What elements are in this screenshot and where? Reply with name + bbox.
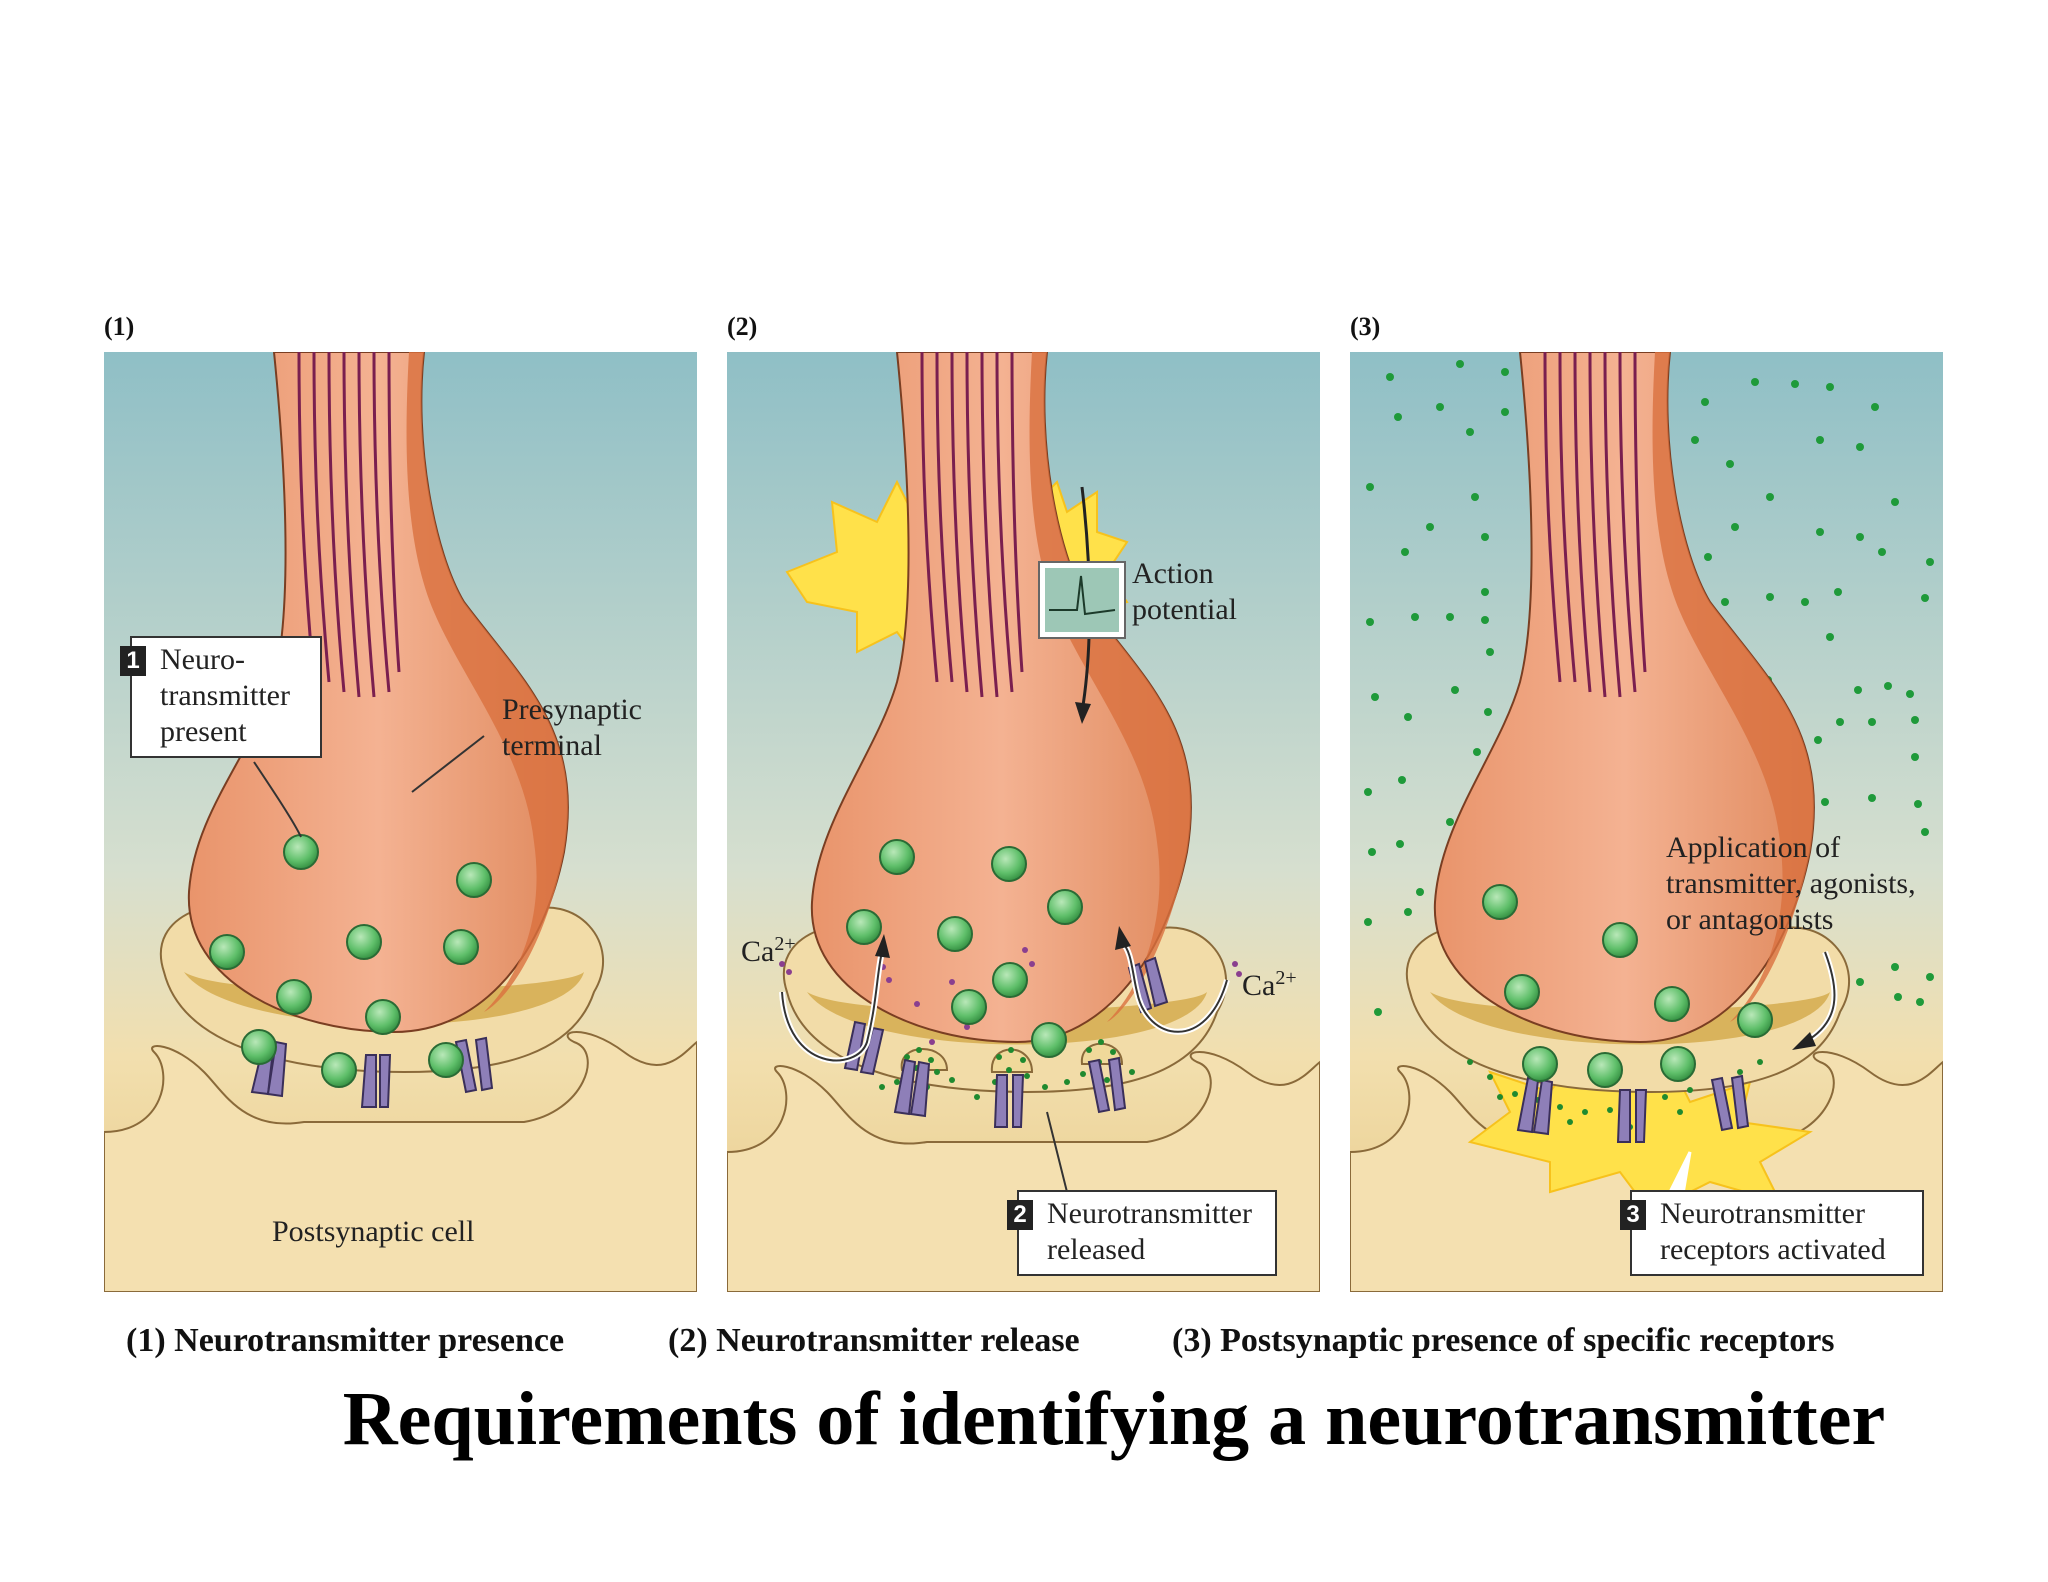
vesicles (209, 834, 492, 1088)
application-label: Application of transmitter, agonists, or… (1666, 830, 1916, 938)
callout-neurotransmitter-released: 2 Neurotransmitter released (1007, 1190, 1277, 1276)
application-line-1: Application of (1666, 831, 1841, 864)
axon-filaments (297, 352, 401, 698)
action-potential-trace-icon (1038, 561, 1126, 639)
receptors (250, 1036, 494, 1108)
calcium-left-superscript: 2+ (774, 933, 796, 955)
panel-1-synapse-illustration: Presynaptic terminal Postsynaptic cell 1… (104, 352, 697, 1292)
caption-2: (2) Neurotransmitter release (668, 1322, 1080, 1359)
presynaptic-label-line-2: terminal (502, 729, 602, 762)
presynaptic-label-line-1: Presynaptic (502, 693, 642, 726)
step-badge-2: 2 (1007, 1200, 1033, 1230)
presynaptic-terminal-label: Presynaptic terminal (502, 692, 642, 764)
action-label-line-2: potential (1132, 593, 1237, 626)
calcium-right-superscript: 2+ (1275, 967, 1297, 989)
step-badge-3: 3 (1620, 1200, 1646, 1230)
callout-1-line-3: present (160, 715, 247, 748)
panel-2-svg (727, 352, 1320, 1292)
action-label-line-1: Action (1132, 557, 1214, 590)
application-line-2: transmitter, agonists, (1666, 867, 1916, 900)
panel-2-number: (2) (727, 312, 758, 341)
postsynaptic-cell-label: Postsynaptic cell (272, 1215, 475, 1248)
page-title: Requirements of identifying a neurotrans… (342, 1377, 1886, 1461)
callout-neurotransmitter-present: 1 Neuro- transmitter present (120, 636, 322, 758)
caption-3: (3) Postsynaptic presence of specific re… (1172, 1322, 1835, 1359)
calcium-left-text: Ca (741, 935, 775, 968)
action-potential-label: Action potential (1132, 556, 1237, 628)
calcium-label-right: Ca2+ (1242, 960, 1297, 1004)
calcium-right-text: Ca (1242, 969, 1276, 1002)
step-badge-1: 1 (120, 646, 146, 676)
panel-captions: (1) Neurotransmitter presence (2) Neurot… (0, 1322, 2048, 1362)
panel-1-number: (1) (104, 312, 135, 341)
callout-1-line-2: transmitter (160, 679, 290, 712)
panel-3-synapse-illustration: Application of transmitter, agonists, or… (1350, 352, 1943, 1292)
callout-2-line-2: released (1047, 1233, 1146, 1266)
callout-1-line-1: Neuro- (160, 643, 245, 676)
calcium-label-left: Ca2+ (741, 926, 796, 970)
panel-2-synapse-illustration: Action potential Ca2+ Ca2+ 2 Neurotransm… (727, 352, 1320, 1292)
callout-3-line-2: receptors activated (1660, 1233, 1886, 1266)
panel-3-svg (1350, 352, 1943, 1292)
callout-3-line-1: Neurotransmitter (1660, 1197, 1865, 1230)
callout-receptors-activated: 3 Neurotransmitter receptors activated (1620, 1190, 1924, 1276)
panel-3-number: (3) (1350, 312, 1381, 341)
panel-1-svg (104, 352, 697, 1292)
application-line-3: or antagonists (1666, 903, 1834, 936)
caption-1: (1) Neurotransmitter presence (126, 1322, 565, 1359)
callout-2-line-1: Neurotransmitter (1047, 1197, 1252, 1230)
